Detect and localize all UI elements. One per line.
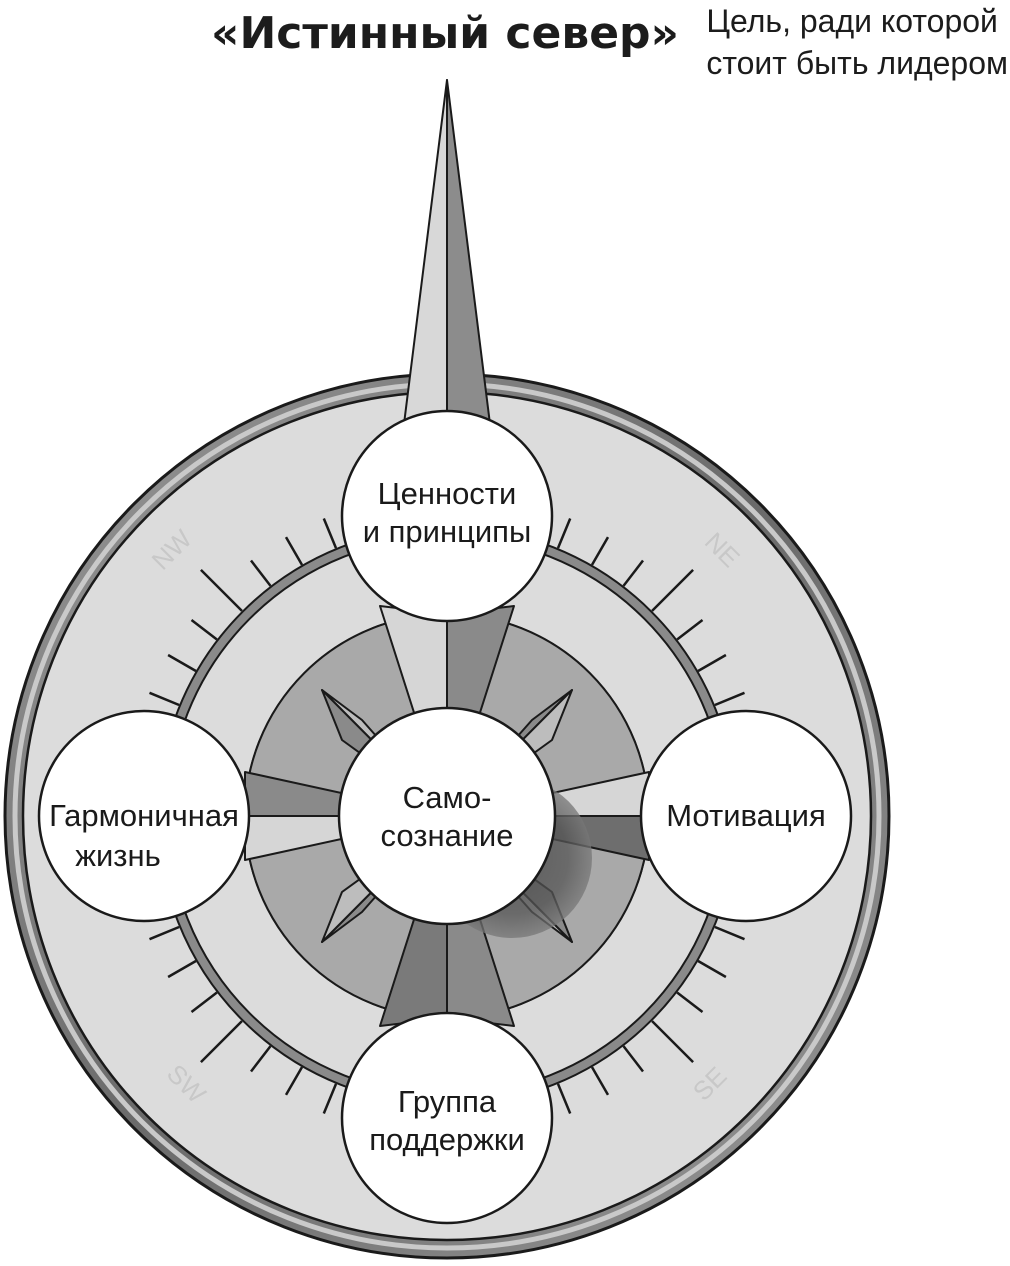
compass-minor-tick — [250, 1045, 272, 1073]
node-circle-right — [639, 709, 853, 923]
node-circle-top — [340, 409, 554, 623]
compass-minor-tick — [250, 559, 272, 587]
compass-minor-tick — [622, 559, 644, 587]
needle-right-half — [446, 79, 493, 451]
node-label-left-line-2: жизнь — [75, 838, 161, 873]
diagram-title: «Истинный север» — [211, 8, 679, 59]
compass-minor-tick — [676, 619, 704, 641]
compass-major-tick — [200, 1020, 243, 1063]
node-label-right-line-1: Мотивация — [666, 798, 825, 833]
node-label-bottom-line-1: Группа — [398, 1084, 497, 1119]
compass-minor-tick — [697, 653, 727, 673]
true-north-needle — [401, 79, 493, 451]
compass-minor-tick — [284, 1066, 304, 1096]
compass-minor-tick — [714, 691, 745, 707]
compass-minor-tick — [167, 959, 197, 979]
node-label-left-line-1: Гармоничная — [49, 798, 239, 833]
node-circle-left — [37, 709, 251, 923]
compass-minor-tick — [190, 619, 218, 641]
node-label-top-line-1: Ценности — [378, 476, 517, 511]
compass-major-tick — [651, 1020, 694, 1063]
compass-tick-marks — [149, 518, 745, 1114]
compass-major-tick — [651, 569, 694, 612]
compass-minor-tick — [284, 536, 304, 566]
compass-minor-tick — [322, 1083, 338, 1114]
node-circle-bottom — [340, 1011, 554, 1225]
compass-minor-tick — [697, 959, 727, 979]
compass-minor-tick — [556, 518, 572, 549]
node-label-center-line-2: сознание — [381, 818, 514, 853]
subtitle-line-1: Цель, ради которой — [706, 3, 998, 39]
node-label-bottom-line-2: поддержки — [369, 1122, 525, 1157]
needle-left-half — [401, 79, 448, 451]
compass-minor-tick — [149, 925, 180, 941]
compass-minor-tick — [622, 1045, 644, 1073]
compass-minor-tick — [190, 991, 218, 1013]
compass-minor-tick — [167, 653, 197, 673]
diagram-subtitle: Цель, ради которой стоит быть лидером — [706, 0, 1008, 84]
node-circle-center — [337, 706, 557, 926]
compass-minor-tick — [590, 1066, 610, 1096]
compass-minor-tick — [714, 925, 745, 941]
subtitle-line-2: стоит быть лидером — [706, 45, 1008, 81]
compass-minor-tick — [590, 536, 610, 566]
compass-minor-tick — [149, 691, 180, 707]
compass-major-tick — [200, 569, 243, 612]
compass-minor-tick — [322, 518, 338, 549]
compass-minor-tick — [556, 1083, 572, 1114]
compass-minor-tick — [676, 991, 704, 1013]
node-label-top-line-2: и принципы — [363, 514, 532, 549]
node-label-center-line-1: Само- — [403, 780, 492, 815]
